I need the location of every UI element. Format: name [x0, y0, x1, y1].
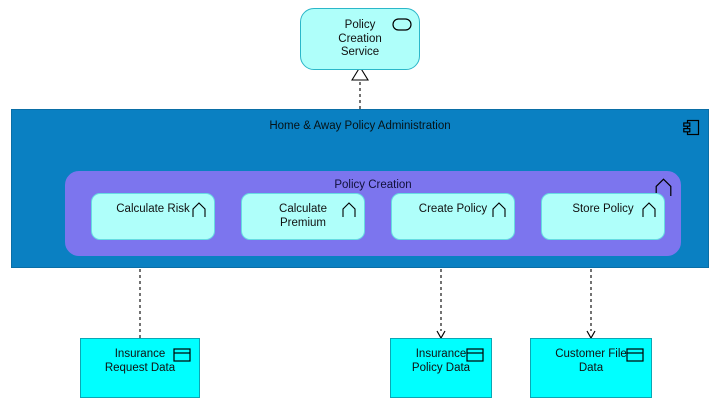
- data-insurance-policy-data-label: Insurance Policy Data: [411, 348, 471, 374]
- node-process-create-policy[interactable]: Create Policy: [391, 193, 515, 240]
- process-arrow-icon: [642, 202, 656, 218]
- node-process-store-policy[interactable]: Store Policy: [541, 193, 665, 240]
- node-process-calculate-risk[interactable]: Calculate Risk: [91, 193, 215, 240]
- data-object-icon: [173, 348, 191, 362]
- node-data-customer-file-data[interactable]: Customer File Data: [530, 338, 652, 398]
- data-insurance-request-data-label: Insurance Request Data: [104, 348, 176, 374]
- node-data-insurance-policy-data[interactable]: Insurance Policy Data: [390, 338, 492, 398]
- home-away-policy-administration-label: Home & Away Policy Administration: [269, 120, 451, 132]
- process-store-policy-label: Store Policy: [572, 203, 634, 215]
- data-customer-file-data-label: Customer File Data: [555, 348, 627, 374]
- node-policy-creation-group[interactable]: Policy Creation Calculate Risk Calculate…: [65, 171, 681, 256]
- policy-creation-group-label: Policy Creation: [334, 179, 412, 191]
- hollow-triangle-arrowhead: [351, 65, 369, 81]
- process-arrow-icon: [492, 202, 506, 218]
- rounded-oval-icon: [392, 18, 412, 31]
- application-component-icon: [683, 119, 700, 136]
- process-calculate-risk-label: Calculate Risk: [116, 203, 190, 215]
- node-home-away-policy-administration[interactable]: Home & Away Policy Administration Policy…: [11, 109, 709, 268]
- process-create-policy-label: Create Policy: [418, 203, 488, 215]
- process-arrow-icon: [192, 202, 206, 218]
- node-policy-creation-service[interactable]: Policy Creation Service: [300, 8, 420, 70]
- node-data-insurance-request-data[interactable]: Insurance Request Data: [80, 338, 200, 398]
- policy-creation-service-label: Policy Creation Service: [338, 19, 382, 59]
- data-object-icon: [466, 348, 484, 362]
- node-process-calculate-premium[interactable]: Calculate Premium: [241, 193, 365, 240]
- data-object-icon: [626, 348, 644, 362]
- process-arrow-icon: [342, 202, 356, 218]
- process-calculate-premium-label: Calculate Premium: [279, 203, 327, 229]
- realization-to-service[interactable]: [351, 65, 369, 109]
